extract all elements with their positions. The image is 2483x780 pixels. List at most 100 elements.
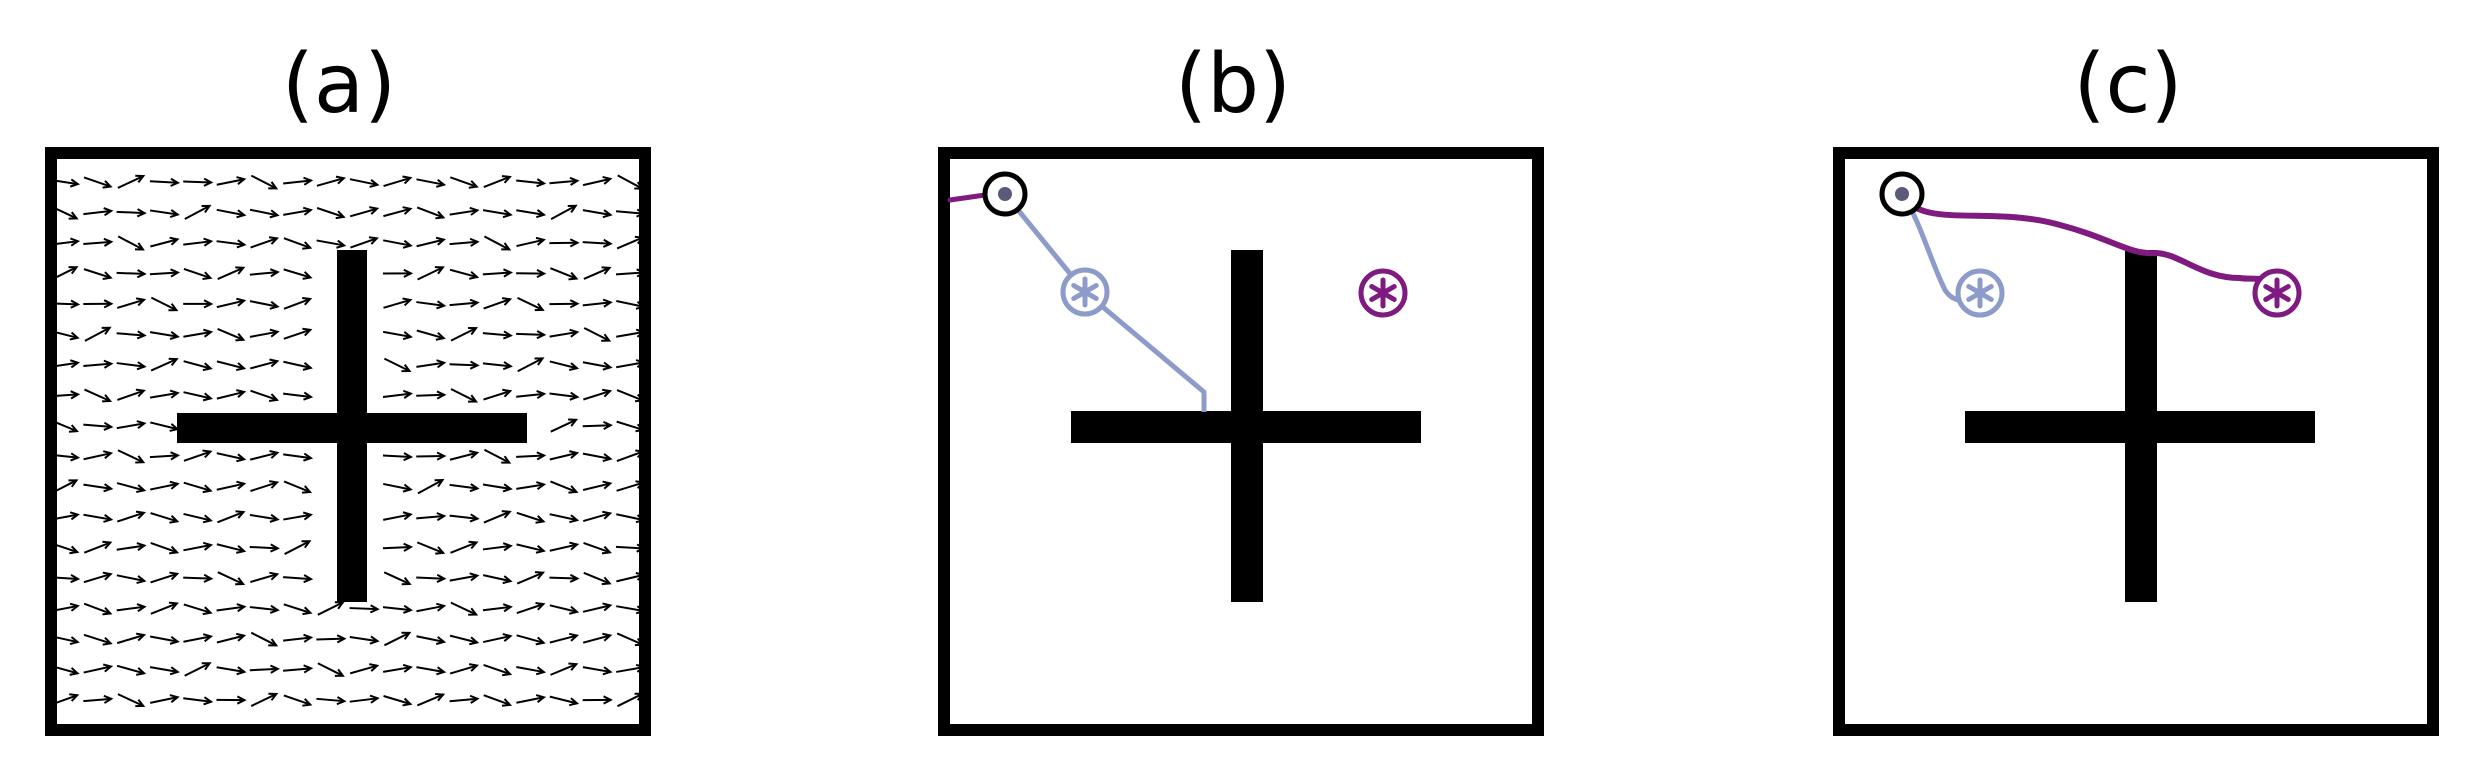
- field-arrow: [51, 266, 79, 281]
- field-arrow: [183, 573, 214, 583]
- field-arrow: [249, 328, 280, 338]
- field-arrow: [317, 662, 345, 677]
- panel-a: (a): [45, 37, 651, 736]
- field-arrow: [183, 328, 214, 338]
- field-arrow: [116, 603, 147, 613]
- field-arrow: [615, 208, 647, 218]
- field-arrow: [450, 388, 479, 403]
- field-arrow: [150, 421, 180, 432]
- field-arrow: [83, 176, 113, 189]
- field-arrow: [416, 573, 447, 583]
- field-arrow: [184, 662, 212, 677]
- field-arrow: [284, 540, 312, 555]
- field-arrow: [216, 632, 247, 644]
- field-arrow: [250, 571, 280, 584]
- field-arrow: [149, 268, 181, 278]
- field-arrow: [382, 330, 413, 341]
- field-arrow: [150, 512, 180, 524]
- field-arrow: [516, 571, 546, 585]
- field-arrow: [450, 540, 479, 554]
- goal-light-marker: [1060, 267, 1110, 317]
- field-arrow: [117, 449, 146, 464]
- field-arrow: [183, 237, 214, 247]
- field-arrow: [283, 511, 314, 521]
- field-arrow: [83, 571, 113, 584]
- field-arrow: [116, 632, 147, 645]
- start-dot: [1895, 187, 1909, 201]
- field-arrow: [83, 540, 113, 554]
- field-arrow: [549, 299, 580, 309]
- field-arrow: [350, 236, 379, 249]
- field-arrow: [482, 330, 513, 340]
- field-arrow: [582, 480, 613, 491]
- field-arrow: [616, 449, 646, 462]
- field-arrow: [517, 296, 545, 312]
- field-arrow: [50, 178, 81, 188]
- field-arrow: [316, 696, 347, 706]
- field-arrow: [283, 574, 314, 584]
- field-arrow: [482, 603, 513, 613]
- field-arrow: [449, 360, 480, 370]
- field-arrow: [383, 357, 412, 373]
- field-arrow: [583, 327, 612, 342]
- path-light: [1003, 192, 1207, 412]
- goal-spoke: [1369, 284, 1397, 302]
- field-arrow: [83, 207, 114, 217]
- field-arrow: [416, 512, 447, 522]
- field-arrow: [582, 602, 613, 613]
- field-arrow: [150, 236, 180, 248]
- field-arrow: [516, 694, 547, 704]
- field-arrow: [216, 666, 247, 676]
- field-arrow: [149, 451, 181, 461]
- field-arrow: [550, 418, 579, 433]
- field-arrow: [283, 452, 314, 462]
- field-arrow: [250, 480, 280, 492]
- field-arrow: [217, 266, 246, 280]
- field-arrow: [283, 176, 314, 186]
- field-arrow: [49, 390, 81, 400]
- field-arrow: [382, 389, 414, 399]
- field-arrow: [84, 388, 113, 403]
- field-arrow: [283, 327, 313, 340]
- field-arrow: [83, 602, 113, 616]
- field-arrow: [516, 543, 546, 554]
- field-arrow: [550, 662, 579, 676]
- field-arrow: [483, 664, 513, 677]
- field-arrow: [349, 206, 380, 218]
- field-arrow: [249, 513, 280, 523]
- field-arrow: [249, 450, 280, 461]
- field-arrow: [149, 635, 180, 645]
- field-arrow: [183, 512, 213, 524]
- panel-a-frame: [45, 147, 651, 736]
- field-arrow: [250, 692, 279, 707]
- field-arrow: [616, 663, 646, 673]
- panel-b-frame: [938, 147, 1544, 736]
- field-arrow: [283, 603, 313, 616]
- field-arrow: [617, 692, 645, 708]
- field-arrow: [83, 633, 113, 646]
- field-arrow: [249, 208, 280, 219]
- goal-dark-marker: [2252, 268, 2302, 318]
- field-arrow: [49, 299, 81, 309]
- field-arrow: [183, 633, 214, 643]
- field-arrow: [416, 236, 446, 248]
- field-arrow: [550, 480, 579, 494]
- field-arrow: [549, 573, 580, 583]
- field-arrow: [149, 331, 180, 340]
- field-arrow: [449, 513, 480, 523]
- field-arrow: [482, 574, 513, 585]
- start-dot: [998, 187, 1012, 201]
- field-arrow: [482, 209, 513, 219]
- field-arrow: [616, 572, 646, 583]
- field-arrow: [116, 482, 147, 493]
- field-arrow: [583, 388, 613, 401]
- field-arrow: [450, 327, 479, 342]
- field-arrow: [216, 297, 247, 309]
- field-arrow: [417, 266, 445, 281]
- field-arrow: [416, 635, 447, 645]
- field-arrow: [83, 268, 113, 280]
- field-arrow: [449, 663, 480, 675]
- path-dark: [1899, 191, 2298, 293]
- field-arrow: [416, 541, 446, 555]
